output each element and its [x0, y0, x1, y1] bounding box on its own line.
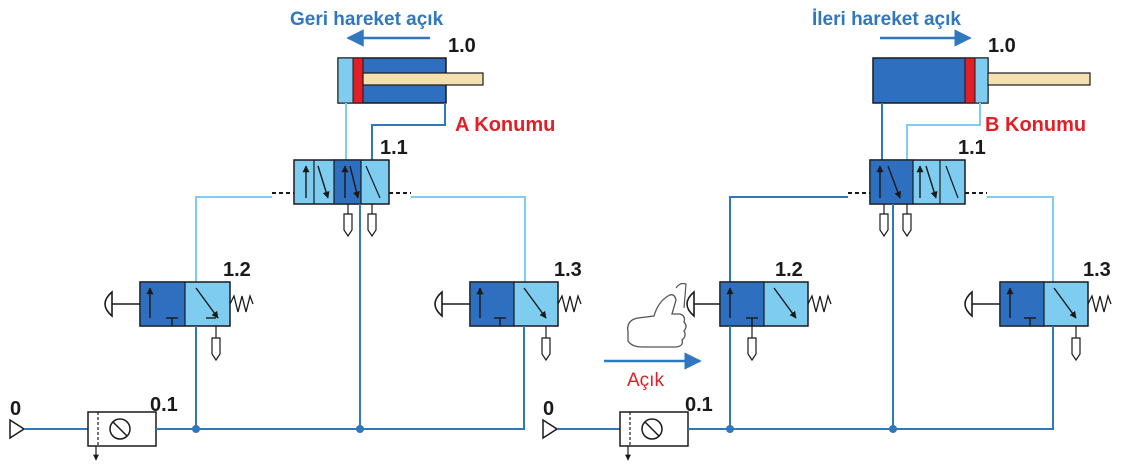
exhaust-icon: [1071, 337, 1081, 362]
right-valve-left-label: 1.2: [775, 259, 803, 281]
exhaust-icon: [343, 213, 353, 238]
right-valve-1-2: [686, 281, 832, 362]
left-valve-1-3: [434, 281, 582, 362]
right-valve-1-3: [964, 281, 1112, 362]
pushbutton-icon[interactable]: [964, 290, 1000, 318]
left-valve-1-2: [104, 281, 254, 362]
pushbutton-icon[interactable]: [104, 290, 140, 318]
right-filter-regulator: [619, 411, 689, 461]
exhaust-icon: [747, 337, 757, 362]
right-caption: İleri hareket açık: [812, 9, 961, 30]
pushbutton-icon[interactable]: [434, 290, 470, 318]
right-circuit: İleri hareket açık 1.0 B Konumu 1.1: [542, 9, 1112, 461]
left-main-valve-label: 1.1: [380, 137, 408, 159]
left-position-label: A Konumu: [455, 114, 555, 136]
exhaust-icon: [902, 213, 912, 238]
left-caption: Geri hareket açık: [290, 9, 444, 30]
left-circuit: Geri hareket açık 1.0 A Konumu 1.1: [9, 9, 582, 461]
pressure-source-icon: [542, 418, 559, 440]
right-cylinder: [872, 57, 1091, 104]
spring-icon: [1087, 293, 1112, 313]
spring-icon: [807, 293, 832, 313]
pushbutton-icon[interactable]: [686, 290, 720, 318]
exhaust-icon: [211, 337, 221, 362]
left-valve-right-label: 1.3: [554, 259, 582, 281]
left-valve-left-label: 1.2: [223, 259, 251, 281]
exhaust-icon: [541, 337, 551, 362]
spring-icon: [557, 293, 582, 313]
exhaust-icon: [367, 213, 377, 238]
left-main-valve: [272, 159, 411, 238]
right-open-label: Açık: [627, 370, 664, 391]
right-main-valve: [848, 159, 987, 238]
pressure-source-icon: [9, 418, 26, 440]
left-cylinder-label: 1.0: [448, 35, 476, 57]
left-filter-regulator: [87, 411, 157, 461]
hand-thumbs-up-icon: [627, 282, 687, 348]
right-position-label: B Konumu: [985, 114, 1086, 136]
exhaust-icon: [879, 213, 889, 238]
right-main-valve-label: 1.1: [958, 137, 986, 159]
left-fru-label: 0.1: [150, 394, 178, 416]
left-cylinder: [337, 57, 484, 104]
right-fru-label: 0.1: [685, 394, 713, 416]
left-source-label: 0: [10, 398, 21, 420]
spring-icon: [229, 293, 254, 313]
right-valve-right-label: 1.3: [1083, 259, 1111, 281]
right-source-label: 0: [543, 398, 554, 420]
right-cylinder-label: 1.0: [988, 35, 1016, 57]
